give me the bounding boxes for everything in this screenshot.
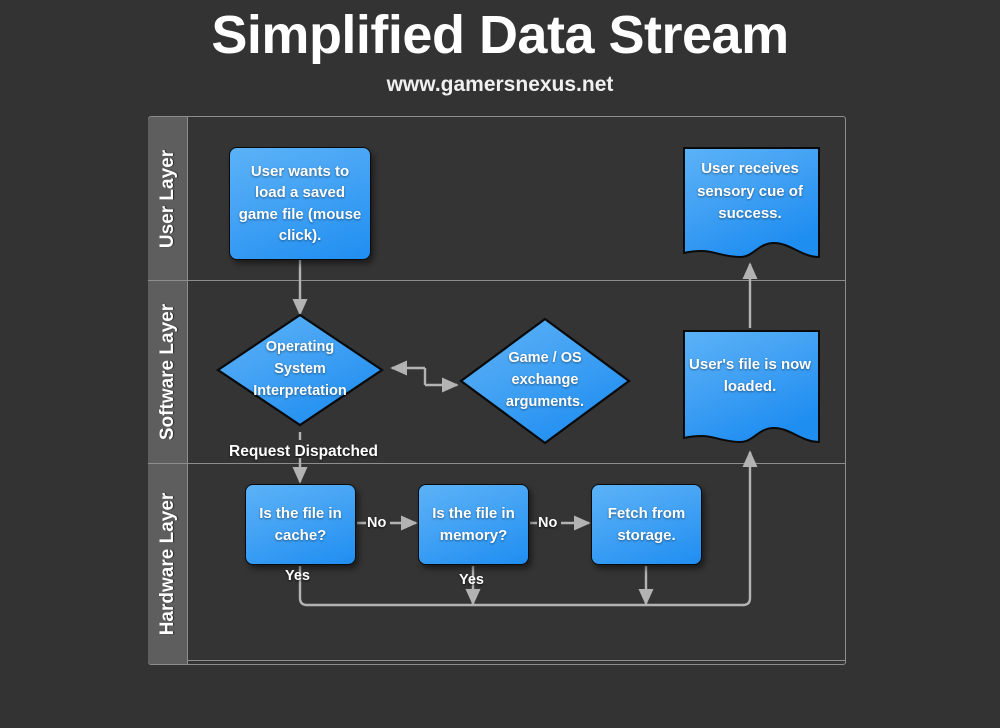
- edge-label-cache-yes: Yes: [285, 568, 310, 584]
- edge-label-cache-no: No: [367, 515, 387, 531]
- node-user-request[interactable]: User wants to load a saved game file (mo…: [229, 147, 371, 260]
- lane-header-hardware-layer: Hardware Layer: [148, 463, 188, 664]
- page-title: Simplified Data Stream: [211, 5, 789, 65]
- page-subtitle: www.gamersnexus.net: [386, 73, 614, 96]
- edge-label-memory-no: No: [538, 515, 558, 531]
- lane-label-software-layer: Software Layer: [156, 303, 178, 440]
- node-fetch-storage[interactable]: Fetch from storage.: [591, 484, 702, 565]
- lane-header-software-layer: Software Layer: [148, 280, 188, 463]
- lane-header-user-layer: User Layer: [148, 117, 188, 280]
- node-os-interpretation[interactable]: Operating System Interpretation: [215, 312, 385, 428]
- node-file-loaded[interactable]: User's file is now loaded.: [678, 328, 822, 446]
- node-memory-check[interactable]: Is the file in memory?: [418, 484, 529, 565]
- diagram-frame-footer-band: [148, 651, 846, 661]
- node-cache-check[interactable]: Is the file in cache?: [245, 484, 356, 565]
- lane-divider-2: [148, 463, 846, 464]
- edge-label-request-dispatched: Request Dispatched: [229, 443, 379, 460]
- lane-label-hardware-layer: Hardware Layer: [156, 492, 178, 635]
- edge-label-memory-yes: Yes: [459, 572, 484, 588]
- node-game-os-exchange[interactable]: Game / OS exchange arguments.: [458, 316, 632, 446]
- lane-divider-1: [148, 280, 846, 281]
- node-user-feedback[interactable]: User receives sensory cue of success.: [678, 145, 822, 261]
- lane-label-user-layer: User Layer: [156, 149, 178, 248]
